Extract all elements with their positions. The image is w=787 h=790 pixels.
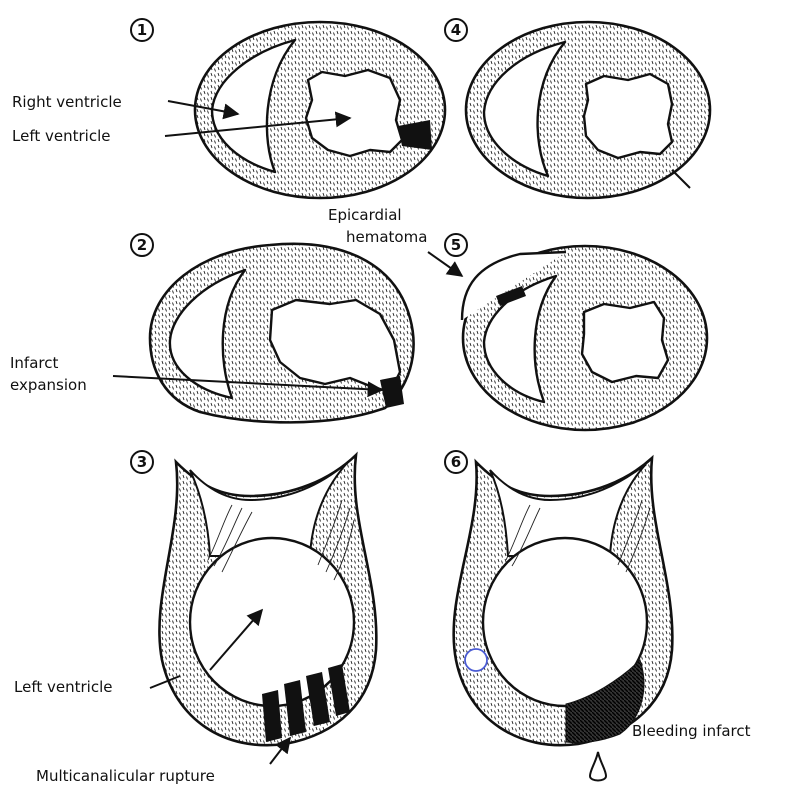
epicardial-label-line1: Epicardial (328, 206, 402, 224)
small-circle-marker (465, 649, 487, 671)
left-ventricle-cavity (190, 538, 354, 706)
panel-number: 2 (137, 236, 147, 254)
panel-number: 4 (451, 21, 461, 39)
panel-number: 6 (451, 453, 461, 471)
left-ventricle-label: Left ventricle (12, 127, 110, 145)
left-ventricle-cavity (306, 70, 402, 156)
bleeding-infarct-label: Bleeding infarct (632, 722, 751, 740)
right-ventricle-label: Right ventricle (12, 93, 122, 111)
panel-6: 6 Bleeding infarct (445, 451, 751, 781)
panel-2: 2 Infarct expansion (10, 234, 414, 422)
rupture-tear (672, 170, 690, 188)
panel-3: 3 Left ventricle Multicanalicular ruptur… (14, 451, 376, 785)
left-ventricle-cavity (582, 302, 668, 382)
left-ventricle-label: Left ventricle (14, 678, 112, 696)
panel-number: 3 (137, 453, 147, 471)
panel-1: 1 Right ventricle Left ventricle (12, 19, 445, 198)
multicanalicular-label: Multicanalicular rupture (36, 767, 215, 785)
infarct-label-line2: expansion (10, 376, 87, 394)
panel-4: 4 (445, 19, 710, 198)
epicardial-label-line2: hematoma (346, 228, 427, 246)
left-ventricle-cavity (584, 74, 672, 158)
panel-number: 5 (451, 236, 461, 254)
panel-number: 1 (137, 21, 147, 39)
blood-drop-icon (590, 752, 606, 781)
infarct-label-line1: Infarct (10, 354, 58, 372)
